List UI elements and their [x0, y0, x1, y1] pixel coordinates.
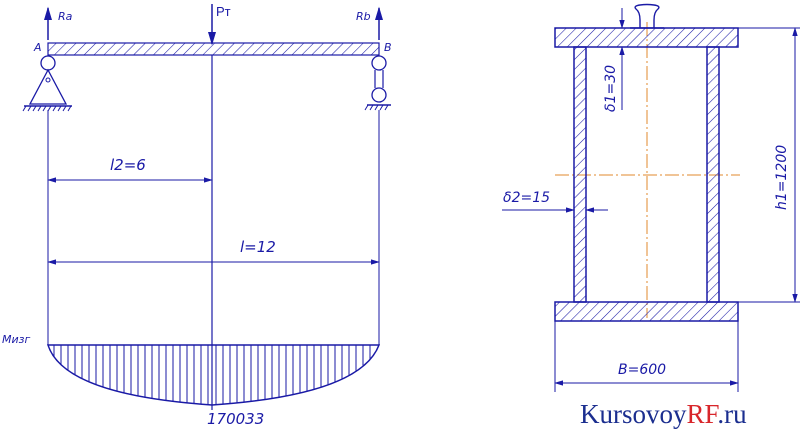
bottom-flange	[554, 301, 739, 322]
watermark-part1: Kursovoy	[580, 399, 687, 429]
support-b-label: B	[384, 41, 392, 54]
load-label: Pт	[216, 4, 231, 19]
beam-body	[47, 42, 380, 56]
support-a-pinned	[22, 55, 72, 112]
dim-full-label: l=12	[240, 238, 276, 256]
width-label: B=600	[618, 362, 666, 378]
moment-value: 170033	[207, 410, 264, 428]
watermark-part2: RF	[687, 399, 720, 429]
left-web	[573, 46, 587, 303]
moment-label: Mизг	[2, 333, 30, 346]
beam-scheme: Ra Pт Rb A B l2=6	[2, 4, 392, 428]
rail-icon	[634, 3, 660, 28]
dim-half-label: l2=6	[110, 156, 146, 174]
moment-diagram	[46, 344, 381, 406]
support-b-roller	[364, 55, 391, 111]
right-web	[706, 46, 720, 303]
reaction-a-label: Ra	[58, 10, 73, 23]
cross-section: δ1=30 δ2=15 h1=1200 B=600	[502, 3, 800, 392]
support-a-label: A	[33, 41, 42, 54]
web-thk-label: δ2=15	[503, 190, 550, 206]
flange-thk-label: δ1=30	[603, 65, 619, 112]
height-label: h1=1200	[774, 145, 790, 210]
reaction-b-label: Rb	[356, 10, 371, 23]
watermark-logo: KursovoyRF.ru	[580, 399, 747, 429]
top-flange	[554, 27, 739, 48]
watermark-part3: .ru	[717, 399, 747, 429]
